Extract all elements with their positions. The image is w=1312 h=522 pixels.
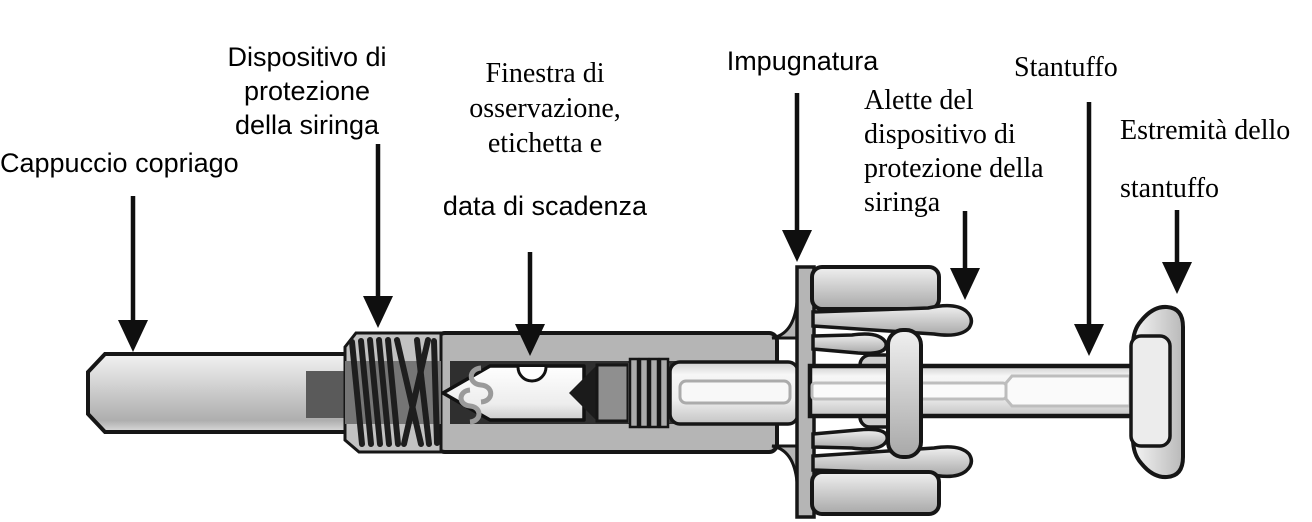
label-needle-cap-text: Cappuccio copriago (0, 148, 239, 178)
label-window-line2: osservazione, (469, 93, 621, 124)
label-needle-cap: Cappuccio copriago (0, 146, 252, 180)
stopper-shape (569, 365, 597, 421)
label-safety-device: Dispositivo di protezione della siringa (197, 40, 417, 142)
label-window-line1: Finestra di (485, 58, 605, 89)
label-plunger-end: Estremità dello stantuffo (1120, 102, 1290, 218)
arrow-window (515, 252, 545, 356)
plunger-rod-shape (807, 363, 1135, 419)
label-safety-device-line3: della siringa (234, 110, 380, 140)
safety-spring-shape (343, 331, 443, 454)
label-window-expiry: data di scadenza (442, 191, 648, 221)
arrow-safety-device (363, 144, 393, 328)
label-plunger-end-line1: Estremità dello (1120, 115, 1291, 146)
label-plunger: Stantuffo (1014, 50, 1118, 85)
plunger-end-shape (1129, 304, 1185, 480)
label-window-line3: etichetta e (487, 128, 603, 159)
label-window: Finestra di osservazione, etichetta e da… (425, 56, 665, 223)
label-wings-line4: siringa (864, 187, 941, 218)
label-plunger-end-line2: stantuffo (1120, 173, 1220, 204)
label-wings-line3: protezione della (864, 153, 1044, 184)
label-plunger-text: Stantuffo (1014, 52, 1118, 83)
label-safety-device-line1: Dispositivo di (227, 42, 387, 72)
label-wings-line2: dispositivo di (864, 119, 1016, 150)
arrow-grip (782, 93, 812, 262)
label-wings-line1: Alette del (864, 85, 974, 116)
arrow-plunger (1074, 102, 1104, 356)
label-wings: Alette del dispositivo di protezione del… (864, 84, 1074, 220)
syringe-in-window-shape (441, 357, 800, 429)
needle-cap-shape (86, 352, 352, 434)
arrow-needle-cap (118, 196, 148, 352)
arrow-plunger-end (1162, 210, 1192, 294)
arrow-wings (950, 211, 980, 300)
ribbed-section-shape (628, 357, 670, 429)
label-grip: Impugnatura (705, 44, 900, 78)
safety-clip-shape (886, 328, 923, 459)
spring-tail-detail-2 (458, 387, 482, 425)
spring-tail-detail (468, 365, 494, 405)
label-grip-text: Impugnatura (726, 46, 879, 76)
label-safety-device-line2: protezione (243, 76, 371, 106)
